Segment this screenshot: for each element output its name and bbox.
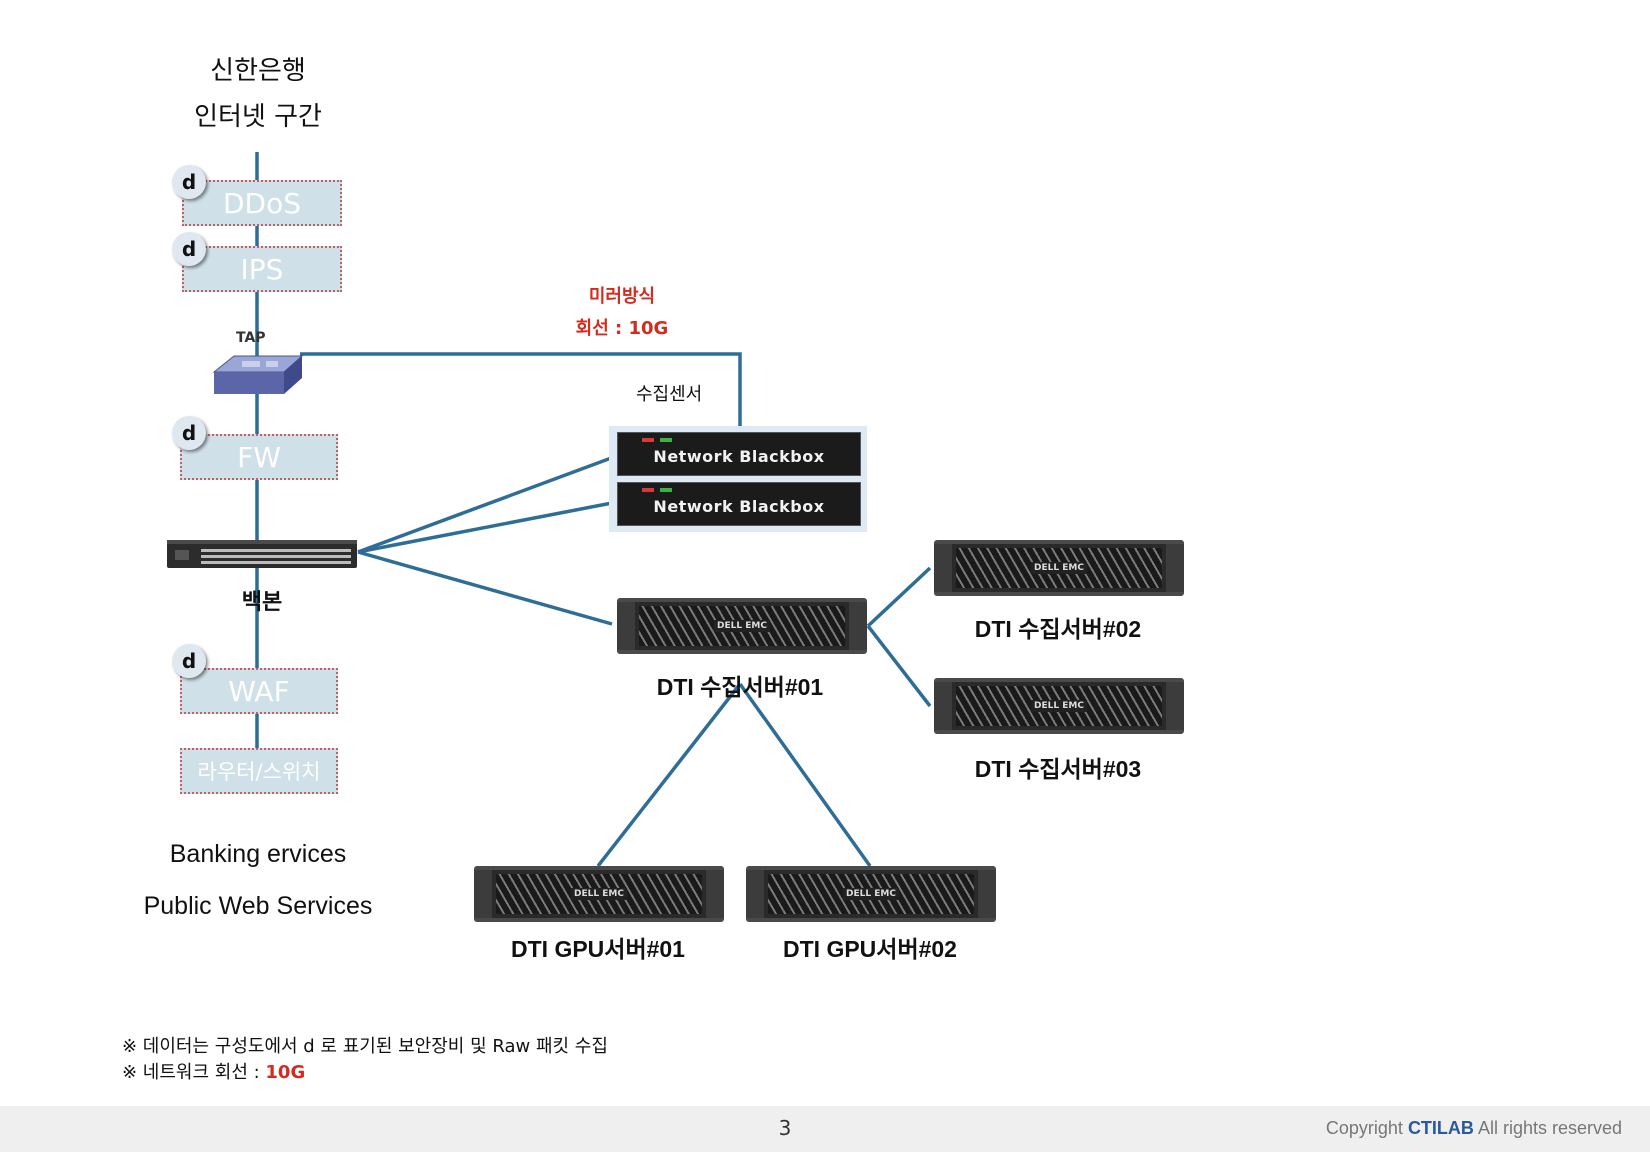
dti-server-03-label: DTI 수집서버#03	[974, 756, 1142, 782]
tap-label: TAP	[236, 330, 266, 346]
public-web-services-label: Public Web Services	[143, 892, 373, 920]
collection-badge: d	[172, 644, 206, 678]
collection-badge: d	[172, 232, 206, 266]
dti01-to-gpu02	[738, 682, 872, 868]
page-number: 3	[778, 1116, 792, 1140]
backbone-label: 백본	[241, 589, 283, 614]
mirror-link	[300, 352, 742, 428]
note-network-line-value: 10G	[265, 1062, 306, 1083]
ips-device: IPS	[182, 246, 342, 292]
copyright-suffix: All rights reserved	[1473, 1118, 1622, 1138]
copyright-text: Copyright CTILAB All rights reserved	[1326, 1118, 1622, 1139]
backbone-switch-icon	[167, 540, 357, 568]
note-network-line: ※ 네트워크 회선 : 10G	[122, 1058, 305, 1084]
note-network-line-prefix: ※ 네트워크 회선 :	[122, 1062, 266, 1083]
footer-bar	[0, 1106, 1650, 1152]
collection-sensor: Network Blackbox Network Blackbox	[609, 426, 867, 532]
dell-emc-logo: DELL EMC	[843, 888, 899, 900]
dti-server-01-label: DTI 수집서버#01	[656, 674, 824, 700]
line-speed-label: 회선 : 10G	[575, 318, 669, 339]
gpu-server-01-label: DTI GPU서버#01	[511, 936, 685, 962]
dti-collection-server-03: DELL EMC	[934, 678, 1184, 734]
collection-badge: d	[172, 165, 206, 199]
firewall-device: FW	[180, 434, 338, 480]
dti-collection-server-02: DELL EMC	[934, 540, 1184, 596]
ddos-device: DDoS	[182, 180, 342, 226]
banking-services-label: Banking ervices	[169, 840, 347, 868]
dti01-to-dti03	[866, 624, 932, 708]
backbone-to-dti01	[357, 550, 613, 626]
dti01-to-gpu01	[596, 682, 742, 868]
dell-emc-logo: DELL EMC	[1031, 562, 1087, 574]
note-data-collection: ※ 데이터는 구성도에서 d 로 표기된 보안장비 및 Raw 패킷 수집	[122, 1036, 608, 1057]
sensor-label: 수집센서	[636, 384, 703, 405]
backbone-to-sensor2	[357, 501, 613, 554]
network-blackbox-unit: Network Blackbox	[617, 482, 861, 526]
copyright-prefix: Copyright	[1325, 1118, 1408, 1138]
dti01-to-dti02	[866, 566, 932, 628]
header-internet-zone: 인터넷 구간	[194, 102, 322, 132]
network-blackbox-label: Network Blackbox	[653, 497, 825, 516]
mirror-method-label: 미러방식	[588, 286, 656, 307]
network-blackbox-unit: Network Blackbox	[617, 432, 861, 476]
dti-gpu-server-02: DELL EMC	[746, 866, 996, 922]
tap-device-icon	[212, 355, 304, 394]
gpu-server-02-label: DTI GPU서버#02	[783, 936, 957, 962]
copyright-brand: CTILAB	[1407, 1118, 1474, 1138]
dti-server-02-label: DTI 수집서버#02	[974, 616, 1142, 642]
dell-emc-logo: DELL EMC	[571, 888, 627, 900]
collection-badge: d	[172, 416, 206, 450]
dti-gpu-server-01: DELL EMC	[474, 866, 724, 922]
backbone-to-sensor1	[357, 452, 623, 554]
dell-emc-logo: DELL EMC	[1031, 700, 1087, 712]
waf-device: WAF	[180, 668, 338, 714]
router-switch-device: 라우터/스위치	[180, 748, 338, 794]
network-blackbox-label: Network Blackbox	[653, 447, 825, 466]
header-bank-name: 신한은행	[210, 56, 306, 86]
dti-collection-server-01: DELL EMC	[617, 598, 867, 654]
dell-emc-logo: DELL EMC	[714, 620, 770, 632]
